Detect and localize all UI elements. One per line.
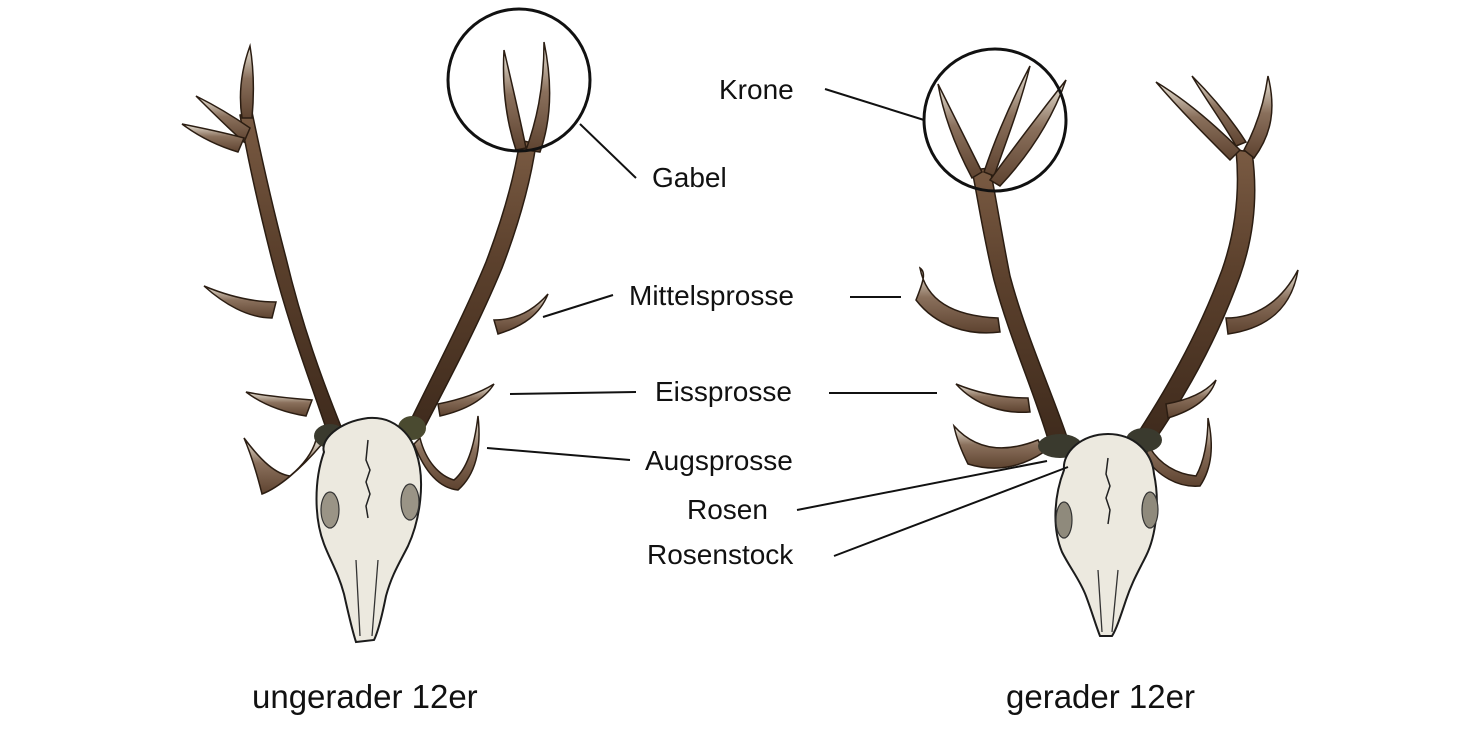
leader-line-rosen (796, 460, 1048, 511)
leader-line-krone (824, 88, 925, 121)
leader-lines (486, 88, 1069, 557)
leader-line-augsprosse (486, 447, 631, 461)
leader-line-mittelsprosse-left (542, 294, 614, 318)
left-antler-gabel-tine-b (524, 41, 551, 153)
label-rosenstock: Rosenstock (647, 539, 794, 570)
left-antler-left-crown-tine2 (195, 95, 251, 144)
left-antler-skull (181, 41, 551, 644)
left-skull-suture (365, 439, 371, 519)
right-antler-left-mittelsprosse (915, 266, 1001, 334)
leader-line-gabel (579, 123, 637, 179)
left-antler-left-crown-tine (239, 43, 255, 119)
label-augsprosse: Augsprosse (645, 445, 793, 476)
left-antler-right-eissprosse (437, 383, 495, 417)
right-skull-left-eye-socket (1055, 501, 1073, 539)
left-antler-left-beam (239, 111, 345, 442)
right-skull-right-eye-socket (1141, 491, 1159, 529)
label-krone: Krone (719, 74, 794, 105)
left-antler-gabel-tine-a (502, 49, 527, 151)
right-skull-nasal (1097, 569, 1119, 633)
left-antler-left-augsprosse (243, 437, 324, 495)
gabel-highlight-circle (446, 7, 592, 153)
right-antler-left-eissprosse (955, 383, 1031, 414)
left-antler-right-augsprosse (413, 415, 480, 491)
left-antler-left-mittelsprosse (203, 285, 277, 319)
caption-ungerader: ungerader 12er (252, 678, 478, 715)
left-skull (315, 416, 422, 644)
right-antler-krone-tine-b (983, 65, 1031, 177)
right-antler-left-augsprosse (952, 423, 1045, 469)
caption-gerader: gerader 12er (1006, 678, 1195, 715)
left-skull-nasal (355, 559, 379, 637)
left-antler-right-mittelsprosse (493, 293, 549, 335)
right-antler-skull (915, 65, 1299, 637)
leader-line-rosenstock (833, 466, 1069, 557)
right-antler-right-eissprosse (1165, 379, 1217, 419)
label-mittelsprosse: Mittelsprosse (629, 280, 794, 311)
label-gabel: Gabel (652, 162, 727, 193)
right-antler-right-augsprosse (1143, 417, 1213, 487)
right-antler-right-crown-tine-c (1243, 75, 1273, 160)
right-antler-krone-tine-c (988, 79, 1067, 187)
left-antler-left-crown-tine3 (181, 123, 246, 153)
left-skull-left-eye-socket (320, 491, 340, 529)
left-antler-left-eissprosse (245, 391, 314, 417)
label-rosen: Rosen (687, 494, 768, 525)
right-skull-suture (1105, 457, 1111, 525)
left-skull-right-eye-socket (400, 483, 420, 521)
left-antler-right-beam (404, 139, 537, 437)
right-antler-right-crown-tine-b (1191, 75, 1248, 147)
right-antler-right-mittelsprosse (1225, 269, 1299, 335)
right-antler-right-crown-tine-a (1155, 81, 1242, 162)
right-antler-krone-tine-a (937, 83, 983, 180)
leader-line-eissprosse-left (509, 391, 637, 395)
right-skull (1054, 432, 1158, 637)
label-eissprosse: Eissprosse (655, 376, 792, 407)
